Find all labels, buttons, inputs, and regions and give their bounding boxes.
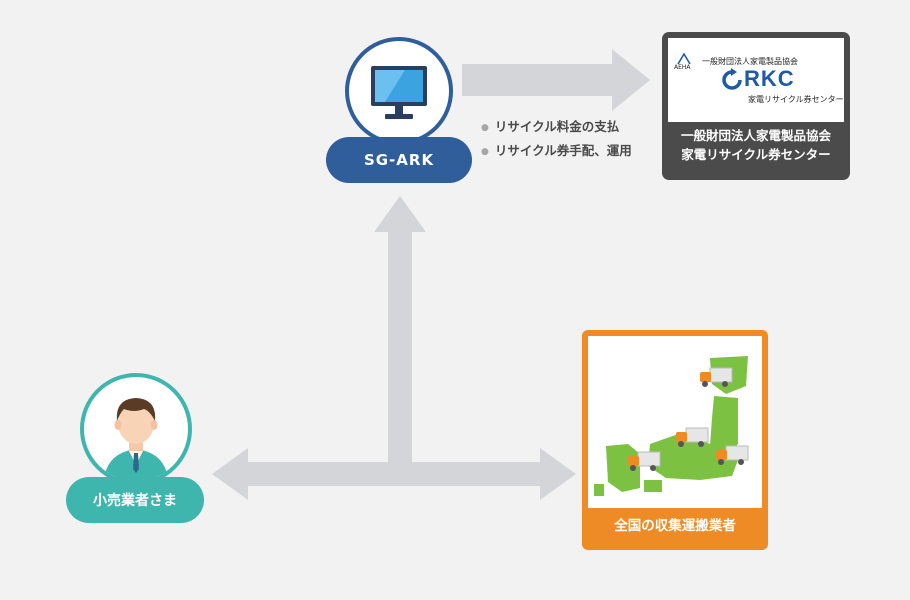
retailer-label: 小売業者さま [66,477,204,523]
rkc-logo: AEHA 一般財団法人家電製品協会 RKC 家電リサイクル券センター [668,38,844,122]
truck-icon-2 [676,427,709,447]
arrow-up-to-sgark [374,196,426,462]
truck-icon-1 [700,367,733,387]
sgark-bullet-list: リサイクル料金の支払 リサイクル券手配、運用 [481,116,632,164]
carriers-label: 全国の収集運搬業者 [614,518,736,534]
japan-map-icon [594,356,749,496]
bullet-recycle-ticket: リサイクル券手配、運用 [481,140,632,164]
aeha-mark-icon [677,52,691,65]
arrow-horizontal-double [212,448,576,500]
bullet-recycle-fee: リサイクル料金の支払 [481,116,632,140]
recycle-arrow-icon [722,68,742,90]
retailer-icon-circle [80,373,192,485]
arrow-to-rkc [462,49,650,111]
monitor-icon [371,66,427,119]
sgark-icon-circle [345,37,453,145]
truck-icon-3 [628,451,661,471]
rkc-caption-line2: 家電リサイクル券センター [681,147,831,162]
rkc-caption: 一般財団法人家電製品協会 家電リサイクル券センター [662,126,850,164]
rkc-logo-center: 家電リサイクル券センター [748,95,844,104]
rkc-caption-line1: 一般財団法人家電製品協会 [680,128,831,143]
carriers-map-panel [588,336,762,508]
truck-icon-4 [716,445,749,465]
aeha-mark-text: AEHA [674,64,691,71]
person-icon [104,398,168,481]
rkc-logo-word: RKC [744,66,795,91]
rkc-logo-org: 一般財団法人家電製品協会 [702,57,798,66]
sgark-label: SG-ARK [326,137,472,183]
